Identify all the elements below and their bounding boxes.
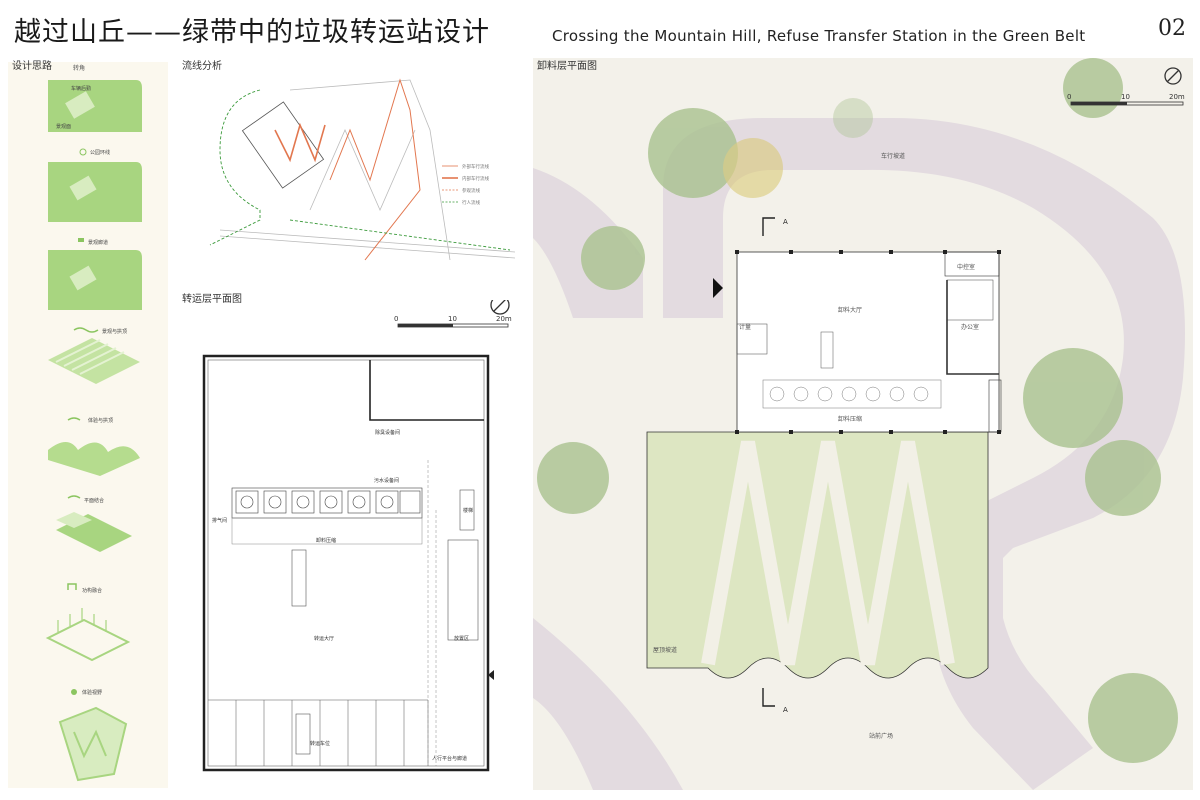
transfer-stair [459,489,475,531]
design-step-3: 景观廊道 [48,238,142,310]
transfer-room-4: 卸料压缩 [316,537,336,544]
design-step-8-caption: 体验视野 [82,689,102,696]
flow-legend-2: 内部车行流线 [462,175,489,182]
design-step-1-caption: 转角 [73,64,85,72]
transfer-deodor-room [369,360,484,421]
design-step-1-label-2: 景观面 [56,123,71,130]
unload-entry-arrow [713,278,723,298]
unload-compactors [762,379,942,409]
transfer-scale-20: 20m [496,315,512,323]
unload-truck [820,331,834,369]
flow-legend: 外部车行流线 内部车行流线 参观流线 行人流线 [442,163,489,206]
transfer-room-7: 放置区 [454,635,469,642]
design-step-2-caption: 公园环线 [90,149,110,156]
transfer-plan-heading: 转运层平面图 [182,294,242,305]
design-step-6-caption: 平面结合 [84,497,104,504]
transfer-truck [291,549,307,607]
transfer-room-8: 转运车位 [310,740,330,747]
design-step-7: 功构融合 [45,583,131,662]
transfer-compactors [231,487,423,519]
unload-section-mark-top: A [762,217,788,236]
design-step-6: 平面结合 [56,495,132,552]
design-step-2: 公园环线 [48,148,142,222]
design-step-3-caption: 景观廊道 [88,239,108,246]
flow-pedestrian-route [289,219,511,251]
design-ideas-diagrams: 转角 车辆后勤 景观面 公园环线 景观廊道 景观与拱顶 体验与拱顶 平面结合 [45,64,142,782]
unload-w-path [701,440,955,666]
transfer-north-arrow [490,300,510,315]
transfer-room-labels: 除臭设备间 污水设备间 排气间 卸料压缩 楼梯 转运大厅 放置区 转运车位 人行… [212,429,473,762]
unload-scale-20: 20m [1169,93,1185,101]
transfer-plan-drawing: 0 10 20m 除臭设备间 污水设备间 排气间 卸料压缩 楼梯 转运大厅 放置… [202,300,512,772]
unload-room-3: 办公室 [961,323,979,331]
unload-building [736,251,1000,433]
unload-section-mark-bottom: A [762,688,788,714]
design-step-1-label-1: 车辆后勤 [71,85,91,92]
unload-section-label-bottom: A [783,706,788,714]
unload-columns [735,250,1001,434]
transfer-entry-arrow [488,670,494,680]
flow-internal-route [274,122,326,163]
unload-scale-0: 0 [1067,93,1071,101]
transfer-room-2: 污水设备间 [374,477,399,484]
unload-scale-bar: 0 10 20m [1067,93,1185,106]
design-ideas-heading: 设计思路 [12,61,52,72]
transfer-parked-truck [295,713,311,755]
page-subtitle: Crossing the Mountain Hill, Refuse Trans… [552,27,1086,45]
flow-legend-1: 外部车行流线 [462,163,489,170]
unload-room-labels: 卸料大厅 中控室 办公室 计量 卸料压缩 车行坡道 屋顶坡道 站前广场 [653,152,979,740]
flow-analysis-diagram: 外部车行流线 内部车行流线 参观流线 行人流线 [209,78,516,261]
unload-north-arrow [1164,67,1182,85]
transfer-scale-bar: 0 10 20m [394,315,512,328]
design-step-5-caption: 体验与拱顶 [88,417,113,424]
transfer-room-5: 楼梯 [463,507,473,514]
design-step-8: 体验视野 [58,689,128,782]
design-step-4-caption: 景观与拱顶 [102,328,127,335]
transfer-outer-wall [202,354,490,772]
design-step-7-caption: 功构融合 [82,587,102,594]
unload-room-7: 屋顶坡道 [653,646,677,654]
page-title: 越过山丘——绿带中的垃圾转运站设计 [14,17,490,48]
design-step-1: 转角 车辆后勤 景观面 [48,64,142,132]
unload-plan-drawing: A A 0 10 20m 卸料大厅 中控室 办公室 计量 卸料压缩 车行坡道 屋… [533,58,1185,790]
flow-visit-route [209,89,261,246]
page-number: 02 [1158,16,1186,41]
unload-room-2: 中控室 [957,263,975,271]
unload-room-8: 站前广场 [869,732,893,740]
unload-section-label-top: A [783,218,788,226]
flow-legend-4: 行人流线 [462,199,480,206]
transfer-room-3: 排气间 [212,517,227,524]
unload-room-5: 卸料压缩 [838,415,862,423]
design-step-5: 体验与拱顶 [48,417,140,476]
unload-room-6: 车行坡道 [881,152,905,160]
transfer-scale-0: 0 [394,315,398,323]
transfer-room-1: 除臭设备间 [375,429,400,436]
transfer-parking-lines [208,699,429,766]
unload-room-1: 卸料大厅 [838,306,862,314]
design-step-4: 景观与拱顶 [48,327,140,384]
transfer-scale-10: 10 [448,315,457,323]
flow-external-route [329,78,421,261]
transfer-room-6: 转运大厅 [314,635,334,642]
flow-analysis-heading: 流线分析 [182,61,222,72]
unload-plan-heading: 卸料层平面图 [537,61,597,72]
transfer-room-9: 人行平台与廊道 [432,755,467,762]
flow-roads [219,79,516,261]
flow-legend-3: 参观流线 [462,187,480,194]
unload-room-4: 计量 [739,323,751,331]
unload-scale-10: 10 [1121,93,1130,101]
